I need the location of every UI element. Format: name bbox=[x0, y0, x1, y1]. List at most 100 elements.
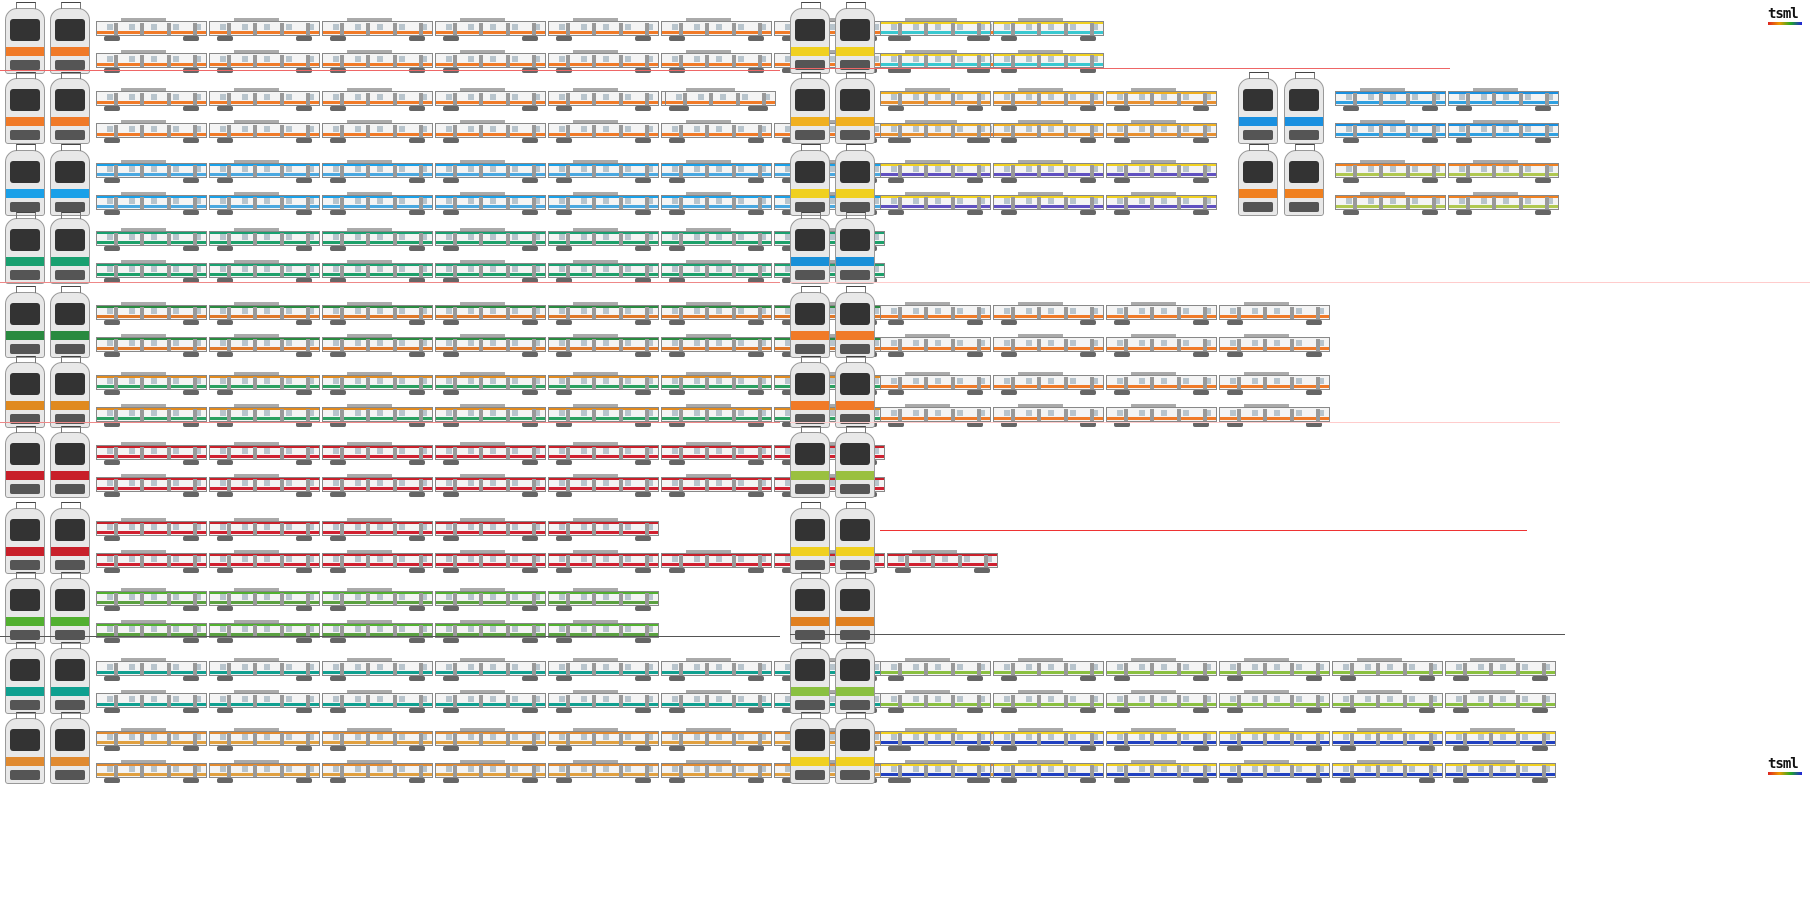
roof-equipment bbox=[573, 474, 618, 477]
car-door bbox=[478, 55, 483, 67]
car-door bbox=[732, 265, 737, 277]
cab-skirt bbox=[840, 202, 870, 212]
train-car bbox=[96, 263, 207, 278]
car-stripe bbox=[436, 601, 545, 604]
bogie bbox=[183, 210, 199, 215]
car-stripe bbox=[323, 417, 432, 420]
car-door bbox=[113, 523, 118, 535]
car-door bbox=[365, 55, 370, 67]
car-stripe bbox=[662, 133, 771, 136]
car-stripe bbox=[994, 773, 1103, 776]
cab-band bbox=[836, 331, 874, 340]
cab-window bbox=[795, 659, 825, 681]
car-door bbox=[1123, 409, 1128, 421]
car-door bbox=[506, 233, 511, 245]
car-door bbox=[339, 93, 344, 105]
car-stripe bbox=[210, 205, 319, 208]
train-car bbox=[209, 375, 320, 390]
car-door bbox=[167, 733, 172, 745]
car-door bbox=[897, 765, 902, 777]
train-car bbox=[322, 53, 433, 68]
car-door bbox=[897, 23, 902, 35]
bogie bbox=[1001, 178, 1017, 183]
roof-equipment bbox=[1357, 658, 1402, 661]
train-car bbox=[209, 53, 320, 68]
car-door bbox=[226, 663, 231, 675]
bogie bbox=[635, 278, 651, 283]
car-stripe bbox=[549, 205, 658, 208]
car-door bbox=[139, 663, 144, 675]
pantograph-icon bbox=[16, 426, 36, 433]
car-door bbox=[280, 233, 285, 245]
bogie bbox=[443, 278, 459, 283]
cab-skirt bbox=[55, 560, 85, 570]
car-door bbox=[478, 307, 483, 319]
roof-equipment bbox=[460, 760, 505, 763]
car-door bbox=[619, 555, 624, 567]
car-accent-stripe bbox=[323, 164, 432, 166]
car-door bbox=[951, 125, 956, 137]
car-accent-stripe bbox=[210, 232, 319, 234]
bogie bbox=[1340, 708, 1356, 713]
car-stripe bbox=[1107, 741, 1216, 744]
train-formation bbox=[880, 372, 1332, 396]
cab-band bbox=[791, 687, 829, 696]
car-door bbox=[951, 695, 956, 707]
roof-equipment bbox=[347, 588, 392, 591]
car-door bbox=[682, 93, 687, 105]
car-stripe bbox=[994, 347, 1103, 350]
cab-skirt bbox=[10, 202, 40, 212]
cab-band bbox=[51, 617, 89, 626]
car-stripe bbox=[97, 31, 206, 34]
bogie bbox=[443, 778, 459, 783]
bogie bbox=[104, 278, 120, 283]
car-stripe bbox=[994, 417, 1103, 420]
car-door bbox=[619, 765, 624, 777]
cab-window bbox=[795, 519, 825, 541]
car-door bbox=[452, 447, 457, 459]
car-door bbox=[758, 55, 763, 67]
car-door bbox=[252, 555, 257, 567]
cab-front bbox=[5, 432, 45, 498]
car-door bbox=[419, 409, 424, 421]
cab-front bbox=[5, 648, 45, 714]
car-door bbox=[1316, 663, 1321, 675]
car-door bbox=[645, 197, 650, 209]
car-door bbox=[758, 479, 763, 491]
car-stripe bbox=[210, 563, 319, 566]
car-door bbox=[1516, 663, 1521, 675]
train-car bbox=[880, 305, 991, 320]
car-door bbox=[252, 265, 257, 277]
train-car bbox=[993, 53, 1104, 68]
car-door bbox=[478, 377, 483, 389]
car-door bbox=[951, 165, 956, 177]
car-door bbox=[478, 593, 483, 605]
car-door bbox=[280, 307, 285, 319]
car-stripe bbox=[881, 773, 990, 776]
car-door bbox=[193, 23, 198, 35]
cab-front bbox=[790, 578, 830, 644]
cab-skirt bbox=[795, 60, 825, 70]
train-car bbox=[1332, 661, 1443, 676]
car-stripe bbox=[1107, 205, 1216, 208]
bogie bbox=[1193, 352, 1209, 357]
car-door bbox=[619, 625, 624, 637]
bogie bbox=[330, 460, 346, 465]
pantograph-icon bbox=[846, 286, 866, 293]
bogie bbox=[217, 746, 233, 751]
car-door bbox=[1123, 377, 1128, 389]
car-door bbox=[1465, 165, 1470, 177]
bogie bbox=[330, 320, 346, 325]
car-door bbox=[365, 447, 370, 459]
car-stripe bbox=[662, 173, 771, 176]
car-door bbox=[1064, 409, 1069, 421]
roof-equipment bbox=[460, 372, 505, 375]
car-door bbox=[645, 125, 650, 137]
car-door bbox=[1349, 765, 1354, 777]
car-accent-stripe bbox=[549, 592, 658, 594]
car-door bbox=[1542, 663, 1547, 675]
bogie bbox=[443, 536, 459, 541]
car-door bbox=[532, 695, 537, 707]
car-door bbox=[306, 447, 311, 459]
bogie bbox=[1080, 390, 1096, 395]
